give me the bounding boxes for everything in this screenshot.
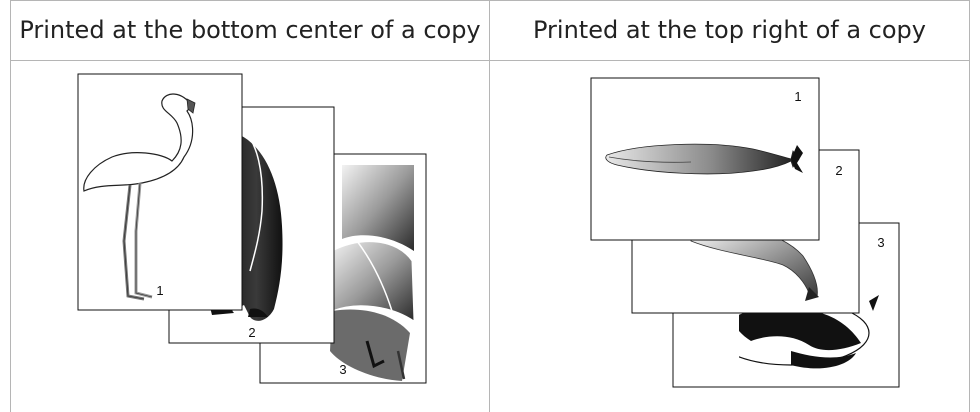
page-1-number: 1 [794, 89, 801, 104]
page-3-number: 3 [877, 235, 884, 250]
page-2-number: 2 [248, 325, 255, 340]
page-3-number: 3 [339, 362, 346, 377]
top-right-illustration: 3 2 1 [491, 61, 969, 412]
page-1-card: 1 [77, 73, 243, 311]
table-column-divider [489, 0, 490, 412]
page-1-card: 1 [590, 77, 820, 241]
table-header-divider [10, 60, 970, 61]
column-header-bottom-center: Printed at the bottom center of a copy [19, 16, 481, 44]
bottom-center-illustration: 3 2 1 [12, 61, 488, 412]
orca-illustration [739, 295, 879, 369]
table-border-top [10, 0, 970, 1]
page-2-number: 2 [835, 163, 842, 178]
page-1-number: 1 [156, 283, 163, 298]
table-border-right [969, 0, 970, 412]
table-border-left [10, 0, 11, 412]
column-header-top-right: Printed at the top right of a copy [533, 16, 926, 44]
